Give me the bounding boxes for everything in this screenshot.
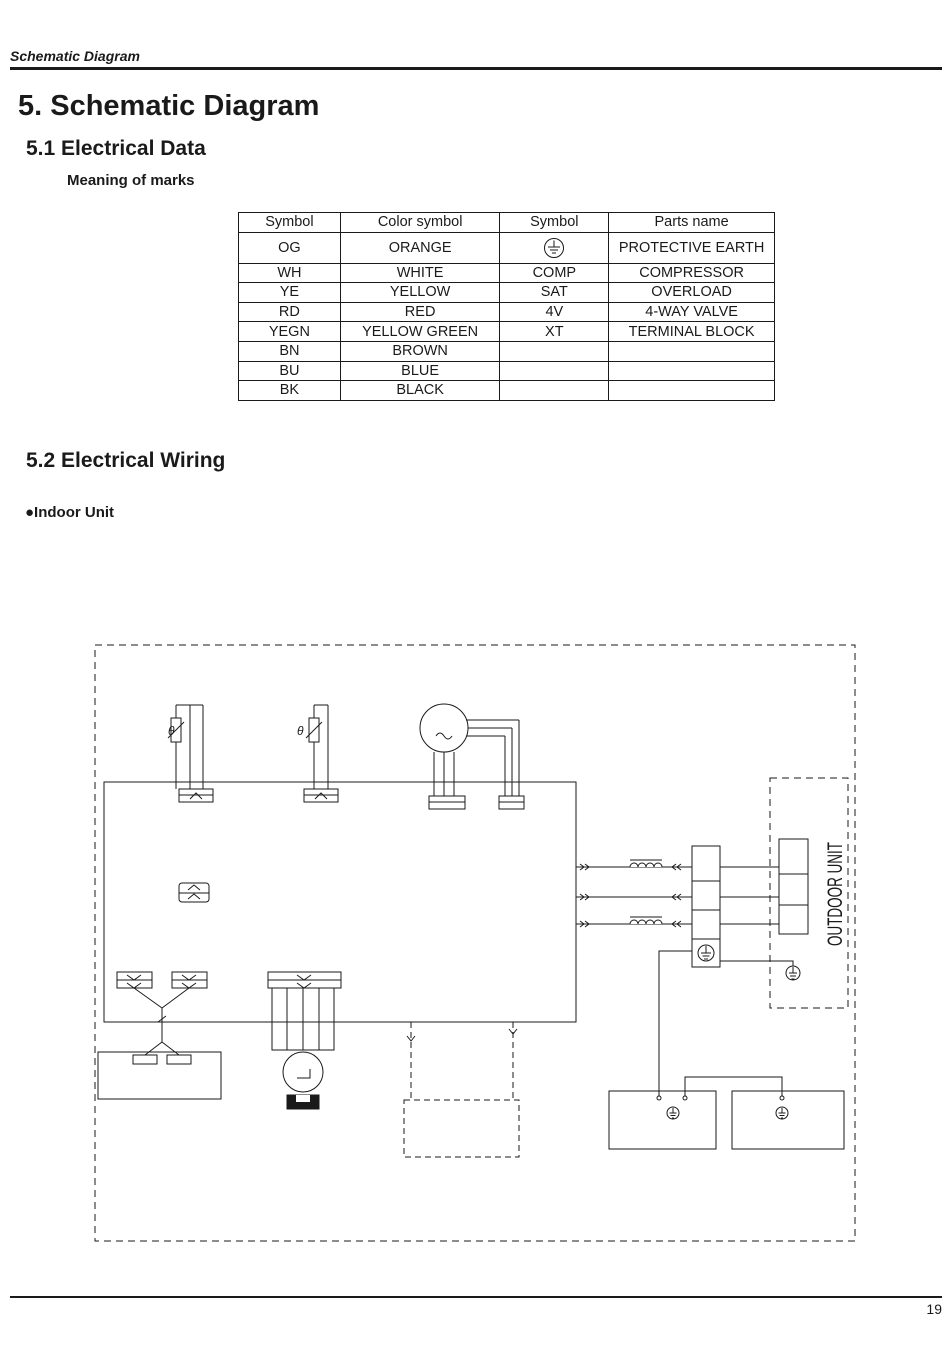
page-title: 5. Schematic Diagram	[18, 90, 320, 122]
connector-icon	[178, 788, 214, 803]
color-code-cell: YE	[238, 282, 341, 303]
color-name-cell: ORANGE	[339, 231, 501, 264]
part-name-cell: PROTECTIVE EARTH	[608, 231, 775, 264]
connector-icon	[116, 971, 153, 989]
ground-icon	[697, 944, 715, 962]
section-electrical-wiring: 5.2 Electrical Wiring	[26, 449, 226, 472]
display-board	[97, 1051, 222, 1100]
terminal-block-icon	[691, 845, 721, 968]
protective-earth-icon	[544, 237, 565, 258]
ground-icon	[785, 965, 801, 981]
part-name-cell: COMPRESSOR	[608, 262, 775, 284]
electric-box-frame	[731, 1090, 845, 1150]
stepping-motor-icon	[267, 971, 342, 1110]
connector-icon	[171, 971, 208, 989]
color-code-cell: YEGN	[238, 321, 341, 342]
connector-icon	[178, 882, 210, 903]
subheading-marks: Meaning of marks	[67, 172, 195, 189]
color-name-cell: YELLOW GREEN	[339, 321, 501, 342]
thermistor-icon: θ	[167, 704, 204, 789]
page-number: 19	[926, 1301, 942, 1317]
table-row: YEGN YELLOW GREEN XT TERMINAL BLOCK	[238, 321, 775, 342]
color-name-cell: BLACK	[339, 380, 501, 401]
indoor-unit-boundary	[94, 644, 856, 1242]
fan-motor-icon	[419, 703, 520, 796]
color-name-cell: YELLOW	[339, 282, 501, 303]
evaporator-frame	[608, 1090, 717, 1150]
ground-icon	[775, 1106, 789, 1120]
table-row: OG ORANGE PROTECTIVE EARTH	[238, 231, 775, 264]
connector-icon	[303, 788, 339, 803]
color-code-cell: BU	[238, 360, 341, 382]
part-name-cell: TERMINAL BLOCK	[608, 321, 775, 342]
part-name-cell	[608, 380, 775, 401]
header-rule	[10, 67, 942, 70]
running-header: Schematic Diagram	[10, 48, 140, 64]
thermistor-icon: θ	[297, 704, 329, 789]
ground-icon	[666, 1106, 680, 1120]
part-name-cell: 4-WAY VALVE	[608, 301, 775, 323]
part-symbol-cell	[499, 231, 610, 264]
table-row: BU BLUE	[238, 360, 775, 382]
marks-table: Symbol Color symbol Symbol Parts name OG…	[238, 212, 775, 401]
color-name-cell: BLUE	[339, 360, 501, 382]
color-code-cell: BN	[238, 340, 341, 362]
connector-icon	[498, 795, 525, 810]
color-code-cell: BK	[238, 380, 341, 401]
table-row: RD RED 4V 4-WAY VALVE	[238, 301, 775, 323]
part-symbol-cell: XT	[499, 321, 610, 342]
optional-module	[403, 1099, 520, 1158]
connector-icon	[428, 795, 466, 810]
table-row: BK BLACK	[238, 380, 775, 401]
svg-text:θ: θ	[168, 724, 175, 738]
footer-rule	[10, 1296, 942, 1298]
col-header-symbol: Symbol	[238, 212, 341, 233]
inductor-icon	[629, 859, 663, 868]
svg-text:θ: θ	[297, 724, 304, 738]
main-board	[103, 781, 577, 1023]
outdoor-unit-boundary	[769, 777, 849, 1009]
table-row: BN BROWN	[238, 340, 775, 362]
terminal-block-icon	[778, 838, 809, 935]
inductor-icon	[629, 916, 663, 925]
section-electrical-data: 5.1 Electrical Data	[26, 137, 206, 160]
outdoor-unit-label: OUTDOOR UNIT	[824, 842, 847, 946]
color-code-cell: OG	[238, 231, 341, 264]
subheading-indoor-unit: ●Indoor Unit	[25, 504, 115, 521]
